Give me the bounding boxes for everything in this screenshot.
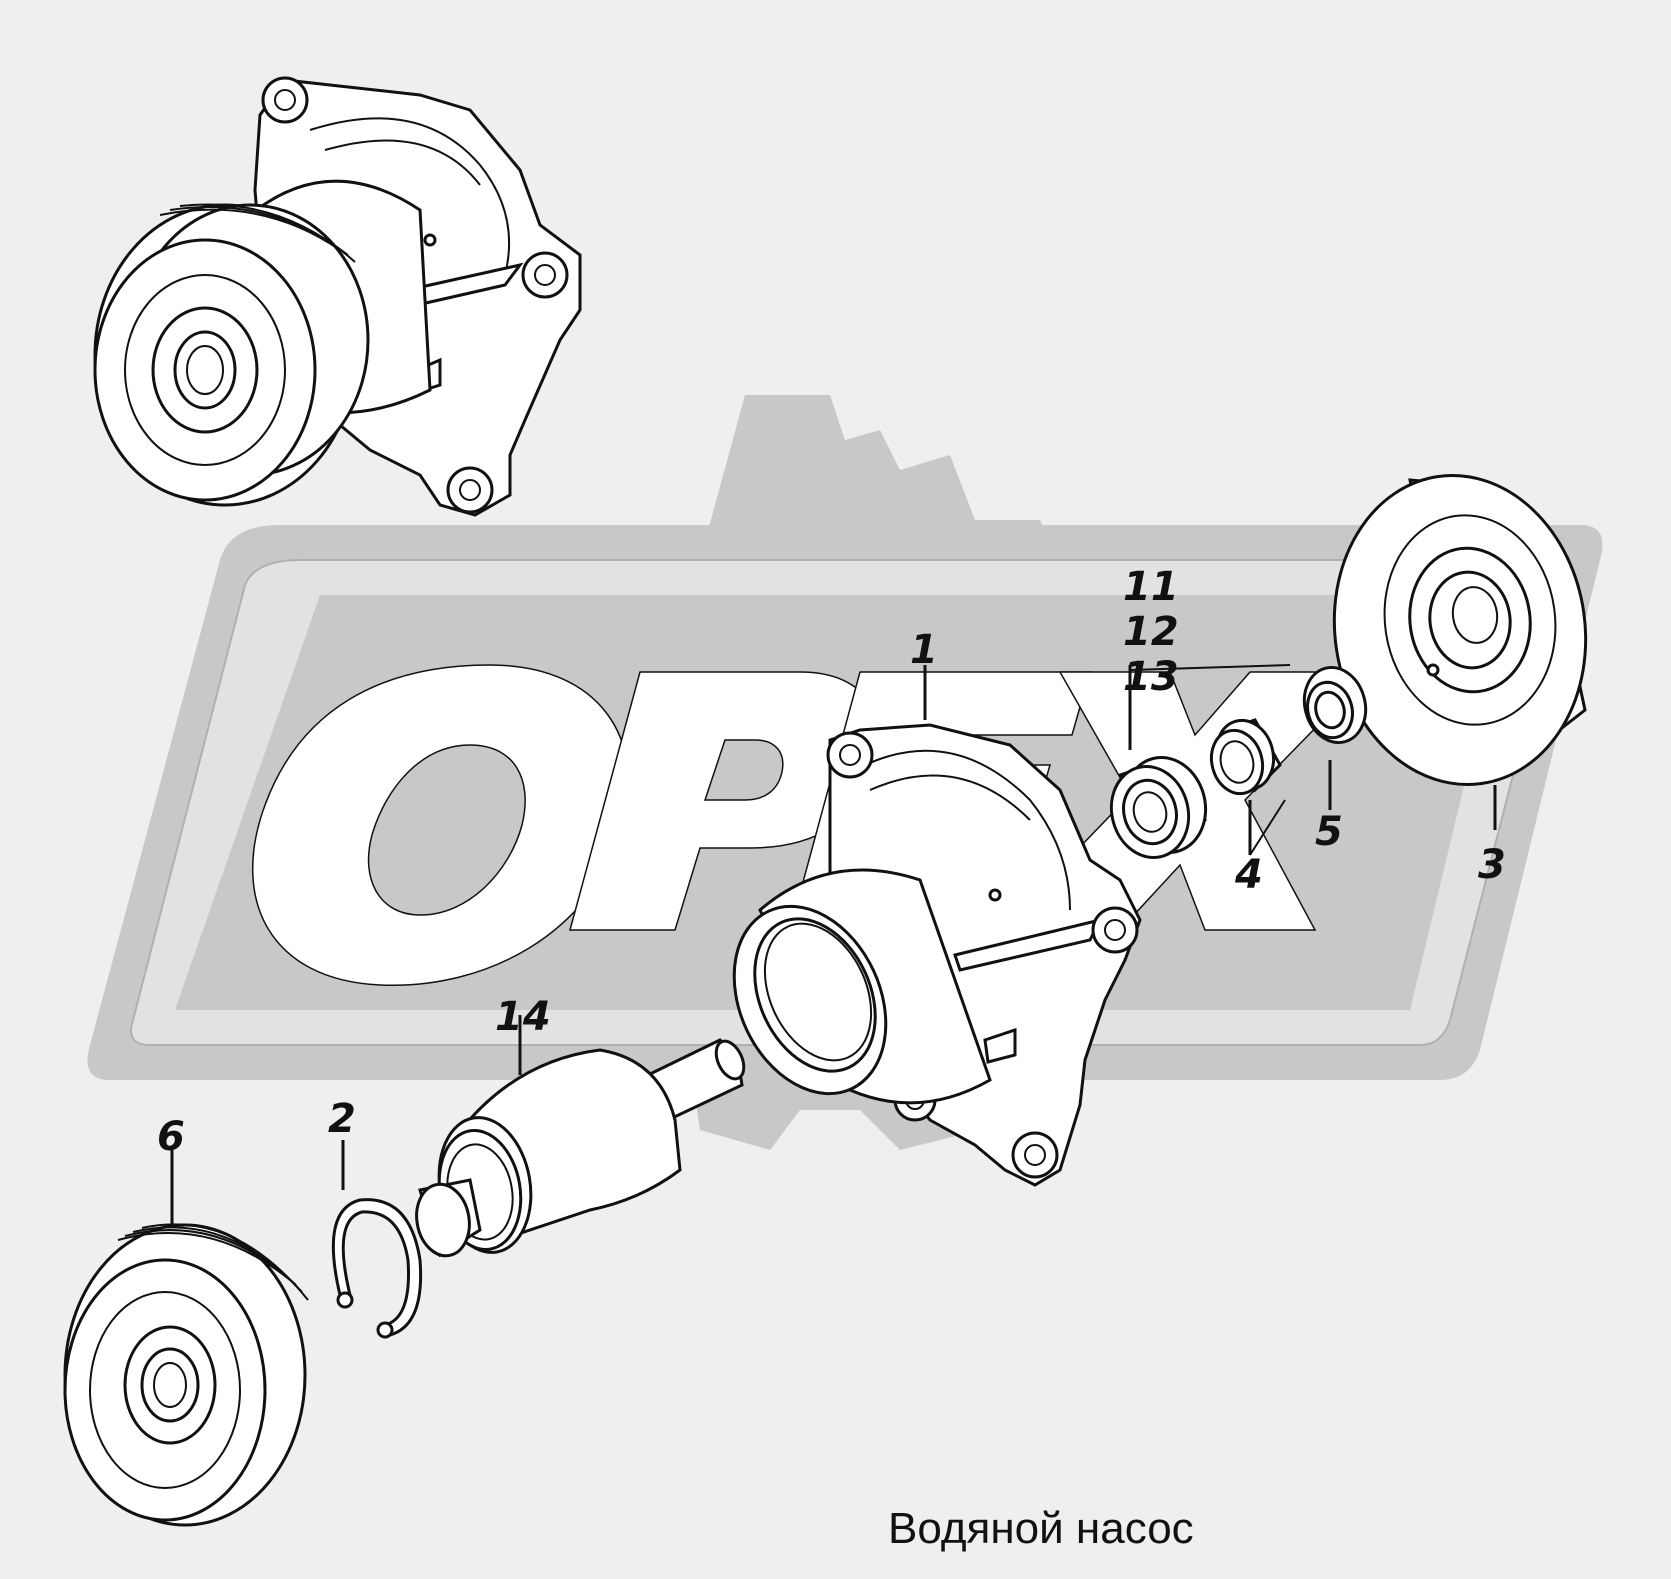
callout-12: 12 (1123, 609, 1179, 655)
part-11-13-seal-assembly (1109, 755, 1208, 860)
callout-6: 6 (157, 1114, 185, 1160)
callouts: 1 11 12 13 4 5 3 14 2 6 (157, 564, 1506, 1160)
callout-5: 5 (1315, 809, 1343, 855)
callout-13: 13 (1123, 654, 1179, 700)
part-3-impeller (1332, 474, 1588, 786)
callout-11: 11 (1123, 564, 1179, 610)
callout-4: 4 (1234, 852, 1263, 898)
callout-3: 3 (1478, 842, 1506, 888)
part-6-pulley (63, 1223, 309, 1527)
part-14-shaft-bearing (415, 1038, 746, 1258)
part-1-housing (732, 723, 1142, 1187)
part-5-seal (1302, 665, 1368, 745)
part-4-ring (1209, 718, 1282, 796)
part-2-snap-ring (331, 1198, 423, 1339)
leader-lines (170, 664, 1497, 1225)
callout-2: 2 (328, 1096, 356, 1142)
callout-1: 1 (910, 627, 938, 673)
callout-14: 14 (495, 994, 551, 1040)
assembled-water-pump (93, 76, 582, 517)
diagram-caption: Водяной насос (888, 1504, 1194, 1553)
